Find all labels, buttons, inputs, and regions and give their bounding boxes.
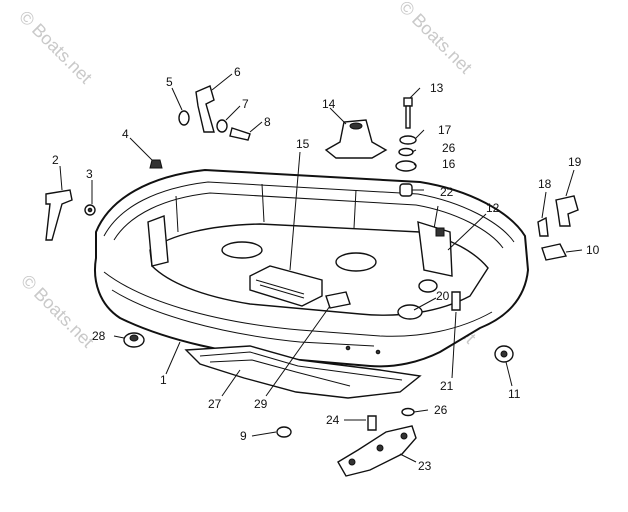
- leader-lines: [59, 73, 583, 463]
- callout-7: 7: [242, 97, 249, 111]
- watermark-left: © Boats.net: [17, 271, 98, 352]
- small-parts: [45, 85, 579, 438]
- callout-9: 9: [240, 429, 247, 443]
- callout-18: 18: [538, 177, 552, 191]
- callout-27: 27: [208, 397, 222, 411]
- callout-2: 2: [52, 153, 59, 167]
- callout-28: 28: [92, 329, 106, 343]
- callout-26-bottom: 26: [434, 403, 448, 417]
- callout-13: 13: [430, 81, 444, 95]
- callout-26-top: 26: [442, 141, 456, 155]
- callout-3: 3: [86, 167, 93, 181]
- callout-29: 29: [254, 397, 268, 411]
- callout-14: 14: [322, 97, 336, 111]
- watermark-top-right: © Boats.net: [395, 0, 476, 78]
- callout-15: 15: [296, 137, 310, 151]
- seal-27: [184, 345, 422, 399]
- callout-8: 8: [264, 115, 271, 129]
- callout-21: 21: [440, 379, 454, 393]
- callout-22: 22: [440, 185, 454, 199]
- callout-24: 24: [326, 413, 340, 427]
- callout-19: 19: [568, 155, 582, 169]
- callout-labels: 1 2 3 4 5 6 7 8 9 10 11 12 13 14 15 16 1…: [52, 65, 600, 473]
- callout-1: 1: [160, 373, 167, 387]
- watermark-top-left: © Boats.net: [15, 7, 96, 88]
- callout-17: 17: [438, 123, 452, 137]
- callout-12: 12: [486, 201, 500, 215]
- callout-20: 20: [436, 289, 450, 303]
- callout-11: 11: [508, 387, 521, 401]
- callout-23: 23: [418, 459, 432, 473]
- callout-10: 10: [586, 243, 600, 257]
- bracket-23: [337, 425, 417, 477]
- lower-cowl: [94, 168, 530, 368]
- callout-6: 6: [234, 65, 241, 79]
- callout-4: 4: [122, 127, 129, 141]
- callout-5: 5: [166, 75, 173, 89]
- callout-16: 16: [442, 157, 456, 171]
